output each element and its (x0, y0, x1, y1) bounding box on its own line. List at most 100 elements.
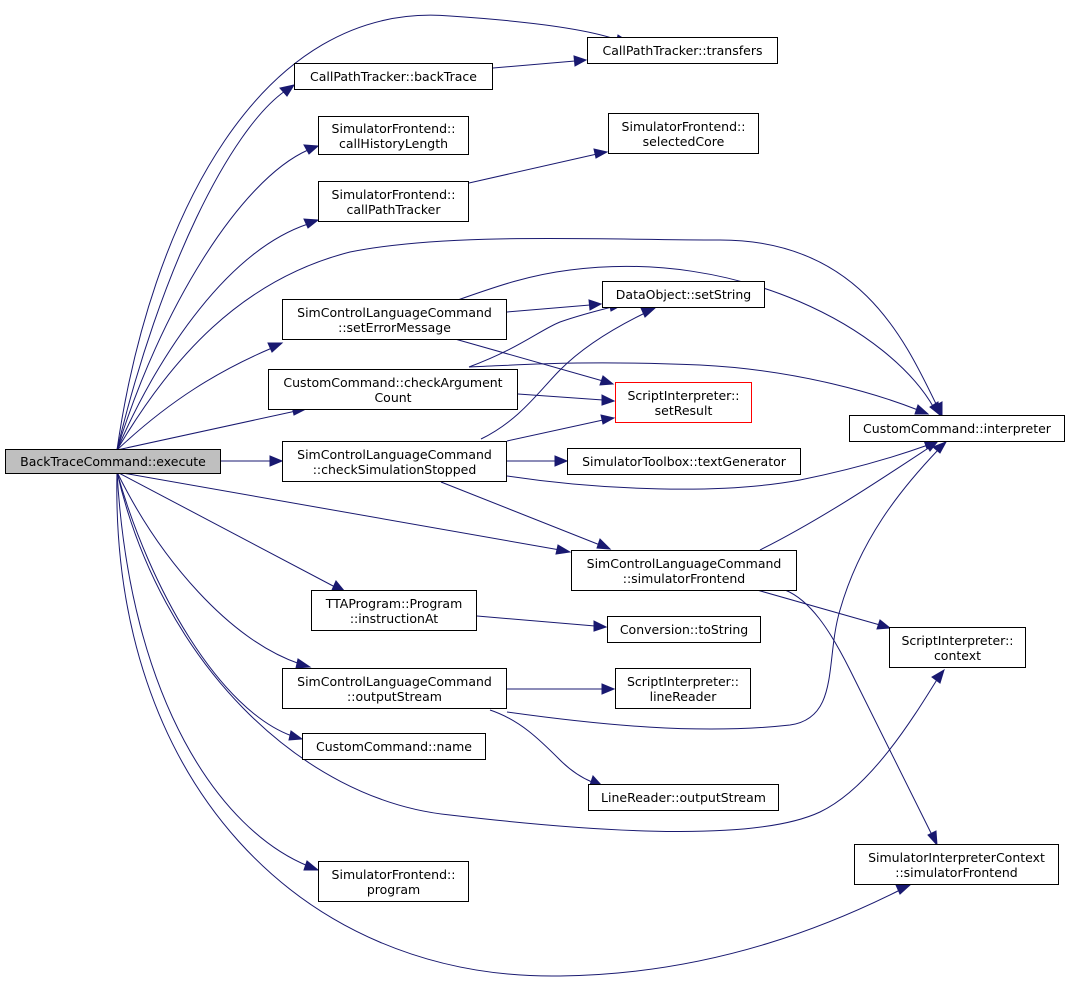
node-label-line1: SimulatorFrontend:: (621, 118, 746, 134)
node-customcommand-checkargumentcount[interactable]: CustomCommand::checkArgument Count (268, 369, 518, 410)
arrowhead (593, 148, 609, 159)
arrowhead (932, 441, 948, 454)
arrowhead (914, 404, 930, 415)
node-simulatorinterpretercontext-simulatorfrontend[interactable]: SimulatorInterpreterContext ::simulatorF… (854, 844, 1059, 885)
node-simcontrollanguagecommand-checksimulationstopped[interactable]: SimControlLanguageCommand ::checkSimulat… (282, 441, 507, 482)
node-label-line1: SimControlLanguageCommand (297, 673, 492, 689)
arrowhead (279, 84, 296, 97)
node-label: CustomCommand::name (315, 739, 472, 754)
edge-execute-interpreter-top (116, 237, 939, 451)
node-simulatorfrontend-callpathtracker[interactable]: SimulatorFrontend:: callPathTracker (318, 181, 469, 222)
arrowhead (596, 538, 612, 550)
node-label-line1: SimulatorInterpreterContext (868, 849, 1045, 865)
node-scriptinterpreter-linereader[interactable]: ScriptInterpreter:: lineReader (615, 668, 751, 709)
edge-outputstreamcmd-interpreter (506, 449, 939, 730)
edge-execute-context (116, 471, 939, 832)
node-label-line2: callPathTracker (346, 201, 441, 217)
node-customcommand-interpreter[interactable]: CustomCommand::interpreter (849, 415, 1065, 442)
arrowhead (927, 830, 938, 847)
node-scriptinterpreter-setresult[interactable]: ScriptInterpreter:: setResult (615, 382, 752, 423)
node-backtracecommand-execute: BackTraceCommand::execute (5, 449, 221, 474)
node-customcommand-name[interactable]: CustomCommand::name (302, 733, 486, 760)
arrowhead (303, 144, 320, 155)
node-label-line1: TTAProgram::Program (325, 595, 463, 611)
arrowhead (895, 884, 912, 895)
node-scriptinterpreter-context[interactable]: ScriptInterpreter:: context (889, 627, 1026, 668)
node-label: DataObject::setString (615, 287, 752, 302)
node-callpathtracker-backtrace[interactable]: CallPathTracker::backTrace (294, 63, 493, 90)
edge-outputstreamcmd-linereaderoutputstream (489, 709, 593, 783)
edge-simulatorfrontendcmd-contextsimulatorfrontend (784, 589, 933, 836)
edge-checksimulationstopped-interpreter (506, 444, 929, 490)
node-callpathtracker-transfers[interactable]: CallPathTracker::transfers (587, 37, 778, 64)
edge-backtrace-transfers (492, 60, 576, 69)
edge-execute-backtrace (116, 90, 286, 451)
edge-callpathtracker-selectedcore (468, 153, 598, 184)
node-label-line1: CustomCommand::checkArgument (283, 374, 503, 390)
arrowhead (267, 342, 284, 353)
edge-execute-contextsimulatorfrontend (116, 471, 901, 977)
edge-seterrormessage-setresult (454, 338, 604, 382)
edge-checkargumentcount-setstring (468, 306, 613, 368)
node-simcontrollanguagecommand-seterrormessage[interactable]: SimControlLanguageCommand ::setErrorMess… (282, 299, 507, 340)
edge-checksimulationstopped-setstring (480, 312, 646, 440)
node-label-line1: SimulatorFrontend:: (331, 186, 456, 202)
node-simulatorfrontend-selectedcore[interactable]: SimulatorFrontend:: selectedCore (608, 113, 759, 154)
node-label: Conversion::toString (619, 622, 749, 637)
node-label-line2: setResult (654, 402, 713, 418)
edge-execute-program (116, 471, 309, 867)
node-conversion-tostring[interactable]: Conversion::toString (607, 616, 761, 643)
arrowhead (303, 218, 320, 229)
node-ttaprogram-program-instructionat[interactable]: TTAProgram::Program ::instructionAt (311, 590, 477, 631)
node-label-line2: Count (374, 389, 412, 405)
arrowhead (876, 619, 892, 630)
node-linereader-outputstream[interactable]: LineReader::outputStream (588, 784, 779, 811)
node-simcontrollanguagecommand-outputstream[interactable]: SimControlLanguageCommand ::outputStream (282, 668, 507, 709)
edge-execute-transfers (116, 14, 619, 451)
edge-execute-callpathtracker (116, 223, 309, 451)
arrowhead (593, 620, 608, 632)
node-label: CustomCommand::interpreter (863, 421, 1051, 436)
edge-instructionat-tostring (476, 615, 596, 627)
node-label-line2: ::setErrorMessage (338, 319, 451, 335)
edge-execute-checkargumentcount (116, 410, 297, 451)
arrowhead (269, 455, 284, 467)
node-label-line2: callHistoryLength (338, 135, 449, 151)
node-simulatorfrontend-program[interactable]: SimulatorFrontend:: program (318, 861, 469, 902)
node-label: BackTraceCommand::execute (20, 454, 206, 469)
arrowhead (588, 299, 603, 311)
node-label: SimulatorToolbox::textGenerator (582, 454, 786, 469)
arrowhead (599, 375, 615, 386)
edge-checkargumentcount-interpreter (468, 362, 919, 411)
node-label-line1: SimulatorFrontend:: (331, 866, 456, 882)
node-label-line2: ::checkSimulationStopped (312, 461, 477, 477)
edge-seterrormessage-interpreter (454, 265, 935, 409)
arrowhead (600, 414, 616, 425)
node-label-line1: SimControlLanguageCommand (297, 304, 492, 320)
edge-execute-outputstreamcmd (116, 471, 301, 665)
edge-execute-seterrormessage (116, 347, 273, 451)
node-label-line2: program (366, 881, 421, 897)
node-simulatortoolbox-textgenerator[interactable]: SimulatorToolbox::textGenerator (567, 448, 801, 475)
node-label-line2: selectedCore (642, 133, 725, 149)
arrowhead (555, 544, 572, 555)
node-simcontrollanguagecommand-simulatorfrontend[interactable]: SimControlLanguageCommand ::simulatorFro… (571, 550, 797, 591)
node-label: CallPathTracker::transfers (602, 43, 763, 58)
node-label-line2: lineReader (649, 688, 717, 704)
node-label-line2: ::outputStream (347, 688, 442, 704)
edge-execute-simulatorfrontendcmd (116, 471, 561, 551)
arrowhead (640, 307, 657, 318)
node-label-line2: ::instructionAt (349, 610, 439, 626)
node-dataobject-setstring[interactable]: DataObject::setString (602, 281, 765, 308)
node-label-line1: SimulatorFrontend:: (331, 120, 456, 136)
edge-checksimulationstopped-setresult (506, 419, 604, 442)
edge-execute-name (116, 471, 293, 737)
arrowhead (288, 730, 304, 741)
edge-simulatorfrontendcmd-interpreter (759, 446, 931, 551)
node-label: LineReader::outputStream (601, 790, 766, 805)
edge-execute-callhistorylength (116, 149, 309, 451)
node-label-line2: ::simulatorFrontend (622, 570, 746, 586)
node-simulatorfrontend-callhistorylength[interactable]: SimulatorFrontend:: callHistoryLength (318, 116, 469, 155)
